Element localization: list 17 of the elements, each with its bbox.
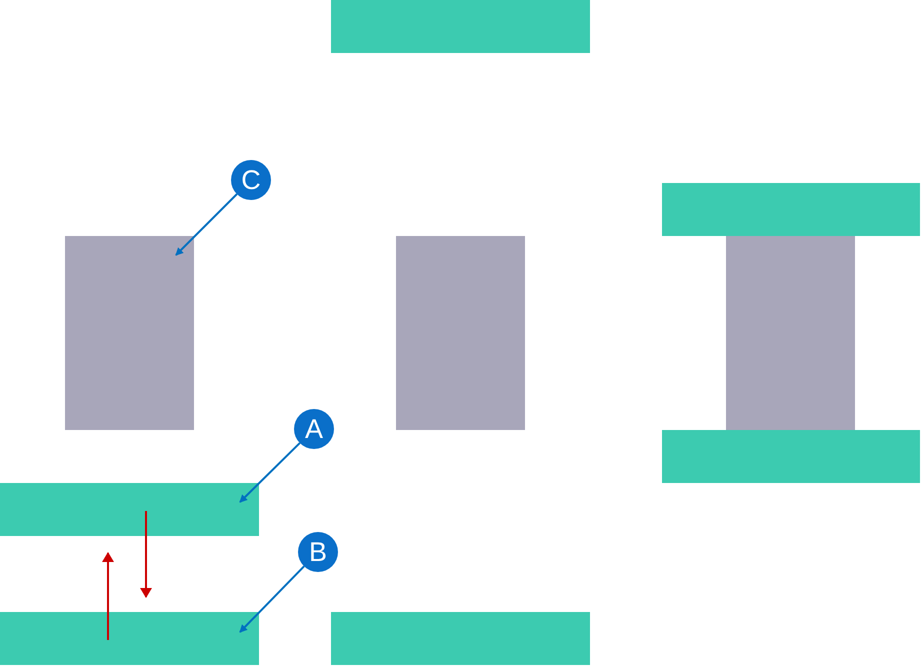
arrow xyxy=(102,552,114,640)
callout-letter: C xyxy=(241,166,261,194)
block xyxy=(65,236,194,430)
leader-line xyxy=(239,566,305,633)
callout-letter: A xyxy=(304,416,323,442)
block xyxy=(396,236,525,430)
plate xyxy=(662,430,920,483)
leader-line xyxy=(175,193,238,256)
callout-letter: B xyxy=(308,538,327,566)
plate xyxy=(331,612,590,665)
plate xyxy=(662,183,920,236)
plate xyxy=(0,483,259,536)
block xyxy=(726,236,855,430)
plate xyxy=(331,0,590,53)
plate xyxy=(0,612,259,665)
arrow xyxy=(140,511,152,598)
leader-line xyxy=(239,442,300,503)
